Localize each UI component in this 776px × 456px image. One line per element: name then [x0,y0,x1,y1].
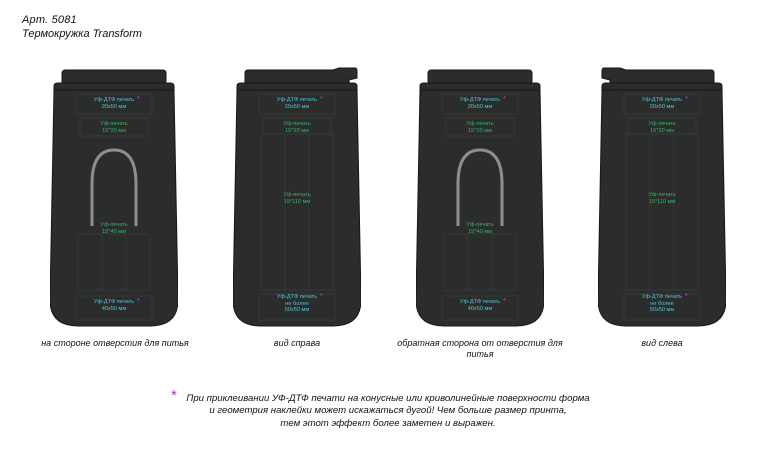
caption-back: обратная сторона от отверстия для питья [397,338,563,359]
zone-label-top: Уф-ДТФ печать 20х50 мм [276,97,318,110]
mug-back-view: Уф-ДТФ печать 20х50 мм * Уф-печать 15*20… [416,66,544,328]
zone-label-bottom: Уф-ДТФ печать не более 50х50 мм [641,294,683,314]
zone-label-band: Уф-печать 15*20 мм [466,121,494,134]
zone-label-band: Уф-печать 15*20 мм [283,121,311,134]
mug-front-drawing [50,69,178,327]
mug-front-view: Уф-ДТФ печать 20х50 мм * Уф-печать 15*20… [50,66,178,328]
printing-note: * При приклеивании УФ-ДТФ печати на кону… [150,387,626,430]
zone-label-top: Уф-ДТФ печать 20х50 мм [459,97,501,110]
zone-label-band: Уф-печать 15*20 мм [100,121,128,134]
zone-label-handle: Уф-печать 15*40 мм [466,222,494,235]
star-mark: * [137,298,140,305]
zone-label-side: Уф-печать 15*110 мм [648,192,676,205]
article-number: Арт. 5081 [22,14,77,26]
star-mark: * [503,298,506,305]
zone-label-bottom: Уф-ДТФ печать 40х50 мм [93,299,135,312]
star-mark: * [503,96,506,103]
star-mark: * [137,96,140,103]
star-mark: * [320,293,323,300]
mug-left-view: Уф-ДТФ печать 20х50 мм * Уф-печать 15*20… [598,66,726,328]
zone-label-band: Уф-печать 15*20 мм [648,121,676,134]
star-mark: * [685,96,688,103]
note-line-2: и геометрия наклейки может искажаться ду… [209,405,567,417]
caption-right: вид справа [273,338,321,348]
zone-label-top: Уф-ДТФ печать 20х50 мм [641,97,683,110]
zone-label-side: Уф-печать 15*110 мм [283,192,311,205]
note-line-3: тем этот эффект более заметен и выражен. [280,417,496,429]
document-header: Арт. 5081 Термокружка Transform [22,13,142,41]
star-mark: * [320,96,323,103]
mug-right-view: Уф-ДТФ печать 20х50 мм * Уф-печать 15*20… [233,66,361,328]
mug-back-drawing [416,69,544,327]
product-title: Термокружка Transform [22,28,142,40]
zone-label-bottom: Уф-ДТФ печать не более 50х50 мм [276,294,318,314]
zone-label-handle: Уф-печать 15*40 мм [100,222,128,235]
mug-left-drawing [598,67,726,327]
caption-front: на стороне отверстия для питья [41,338,189,348]
note-star-mark: * [171,387,177,404]
zone-label-bottom: Уф-ДТФ печать 40х50 мм [459,299,501,312]
mug-right-drawing [233,67,361,327]
caption-left: вид слева [641,338,683,348]
star-mark: * [685,293,688,300]
note-line-1: При приклеивании УФ-ДТФ печати на конусн… [186,393,590,404]
zone-label-top: Уф-ДТФ печать 20х50 мм [93,97,135,110]
